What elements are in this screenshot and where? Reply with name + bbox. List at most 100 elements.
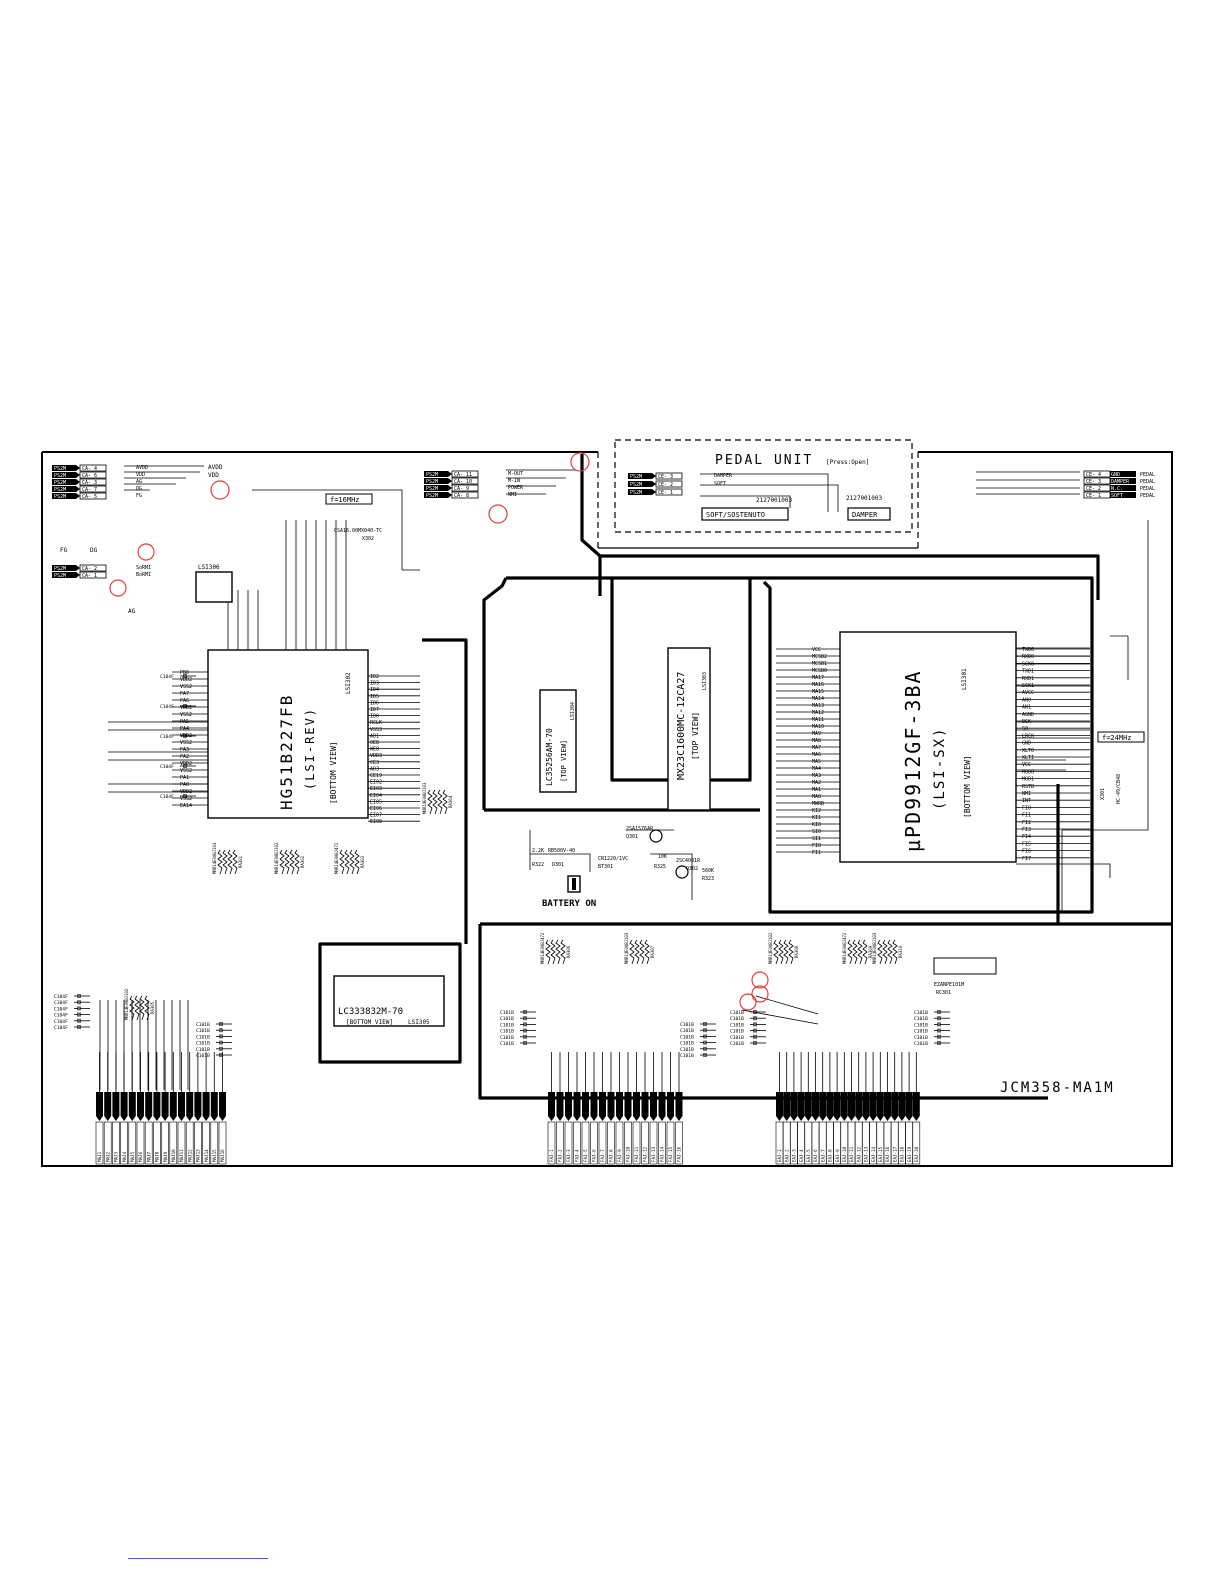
lsi-sx-view: [BOTTOM VIEW] xyxy=(963,755,972,818)
key-pin: EAJ-14 xyxy=(869,1052,877,1165)
pin-label: KI2 xyxy=(812,808,821,814)
key-pin: EAJ-20 xyxy=(912,1052,921,1165)
pin-label: MA13 xyxy=(812,703,824,709)
pin-label: PA2 xyxy=(180,754,189,760)
connector-label: CA- 4 xyxy=(82,466,97,472)
key-pin-label: EAJ-18 xyxy=(900,1146,905,1162)
connector-pedal-label: PEDAL xyxy=(1140,479,1155,485)
key-pin-label: FAJ-3 xyxy=(566,1149,571,1162)
key-pin: EAJ-7 xyxy=(818,1052,827,1165)
capacitor-value: C104F xyxy=(54,1025,68,1031)
pin-label: FI2 xyxy=(1022,820,1031,826)
capacitor-value: C104F xyxy=(54,1006,68,1012)
key-pin-label: MAJ5 xyxy=(130,1151,135,1162)
capacitor-value: C101B xyxy=(500,1016,514,1022)
key-pin-label: FAJ-9 xyxy=(617,1149,622,1162)
pin-label: FI6 xyxy=(1022,849,1031,855)
key-pin-label: MAJ11 xyxy=(179,1149,184,1162)
pin-label: FI0 xyxy=(1022,805,1031,811)
capacitor-value: C101B xyxy=(914,1016,928,1022)
lsi-sx-chip: µPD9912GF-3BA (LSI-SX) [BOTTOM VIEW] LSI… xyxy=(839,631,1017,863)
resistor-array-ref: RA310 xyxy=(898,945,903,958)
pedal-unit-note: [Press:Open] xyxy=(826,459,869,466)
capacitor-value: C104F xyxy=(54,1013,68,1019)
connector-prefix: PS2M xyxy=(54,466,66,472)
pin-label: ID0 xyxy=(370,714,379,720)
connector-signal: POWER xyxy=(508,485,524,491)
key-pin: EAJ-5 xyxy=(804,1052,813,1165)
capacitor-value: C101B xyxy=(196,1047,210,1053)
key-pin: MAJ15 xyxy=(210,1052,219,1165)
pin-label: EI02 xyxy=(370,780,382,786)
connector-label: CA- 8 xyxy=(454,493,469,499)
capacitor-value: C101B xyxy=(680,1022,694,1028)
pin-label: RCLK xyxy=(370,720,382,726)
key-pin-label: EAJ-9 xyxy=(835,1149,840,1162)
connector-signal: DAMPER xyxy=(1111,479,1130,485)
lsi-sx-right-pins: TXD0RXD0SCK0TXD1RXD1SCK1AVCCAN0AN1AGNDBC… xyxy=(1016,647,1090,862)
pin-label: SCK0 xyxy=(1022,661,1034,667)
key-pin-label: EAJ-7 xyxy=(820,1149,825,1162)
resistor-array-part: MNR14E0ABJ103 xyxy=(212,842,217,874)
key-pin: FAJ-3 xyxy=(564,1052,573,1165)
connector-pedal-label: PEDAL xyxy=(1140,493,1155,499)
connector-signal: M-IN xyxy=(508,478,520,484)
key-pin: EAJ-10 xyxy=(840,1052,849,1165)
capacitor-value: C104F xyxy=(54,1019,68,1025)
pin-label: MA0 xyxy=(812,794,821,800)
capacitor-value: C104F xyxy=(160,704,174,710)
key-pin: EAJ-18 xyxy=(898,1052,906,1165)
clock-24mhz: f=24MHz xyxy=(1102,734,1132,742)
pin-label: MA1 xyxy=(812,787,821,793)
pin-label: VSS2 xyxy=(180,768,192,774)
connector-label: CA- 10 xyxy=(454,479,472,485)
key-pin-label: MAJ12 xyxy=(187,1149,192,1162)
capacitor-value: C101B xyxy=(196,1053,210,1059)
resistor-array-ref: RA303 xyxy=(360,855,365,868)
capacitor-value: C101B xyxy=(914,1041,928,1047)
pin-label: NMI xyxy=(1022,791,1031,797)
pin-label: PA1 xyxy=(180,775,189,781)
key-pin: MAJ7 xyxy=(144,1052,153,1165)
resistor-array-part: MNR14E0ABJ472 xyxy=(540,932,545,964)
key-pin-label: FAJ-8 xyxy=(609,1149,614,1162)
capacitor-value: C101B xyxy=(730,1035,744,1041)
lsi-rev-part: HG51B227FB xyxy=(277,694,296,810)
clock-16mhz: f=16MHz xyxy=(330,496,360,504)
key-pin-label: EAJ-14 xyxy=(871,1146,876,1162)
pin-label: FI3 xyxy=(1022,827,1031,833)
connector-pedal-label: PEDAL xyxy=(1140,472,1155,478)
key-pin: FAJ-9 xyxy=(615,1052,624,1165)
connector-label: CE- 3 xyxy=(658,474,673,480)
capacitor-value: C101B xyxy=(196,1022,210,1028)
connector-label: CE- 4 xyxy=(1086,472,1101,478)
rail-vdd: VDD xyxy=(208,472,219,479)
key-pin-label: EAJ-20 xyxy=(914,1146,919,1162)
sram-view: [TOP VIEW] xyxy=(560,740,568,782)
key-pin-label: FAJ-5 xyxy=(583,1149,588,1162)
pin-label: MA8 xyxy=(812,738,821,744)
pin-label: AVCC xyxy=(1022,690,1034,696)
key-pin-label: MAJ10 xyxy=(171,1149,176,1162)
pin-label: EI08 xyxy=(370,819,382,825)
key-pin: FAJ-15 xyxy=(666,1052,675,1165)
pin-label: MCSB2 xyxy=(812,654,827,660)
connector-label: CE- 2 xyxy=(658,482,673,488)
connector-signal: AG xyxy=(136,479,142,485)
resistor-array-ref: RA306 xyxy=(566,945,571,958)
q301-part: 2SA1576AR xyxy=(626,826,654,832)
lc-ram-view: [BOTTOM VIEW] xyxy=(346,1019,393,1026)
connector-prefix: PS2M xyxy=(54,573,66,579)
key-pin-label: FAJ-2 xyxy=(558,1149,563,1162)
q-res2: R325 xyxy=(654,864,666,870)
capacitor-value: C104F xyxy=(160,764,174,770)
q302-part: 2SC4081R xyxy=(676,858,701,864)
resistor-array-ref: RA307 xyxy=(650,945,655,958)
